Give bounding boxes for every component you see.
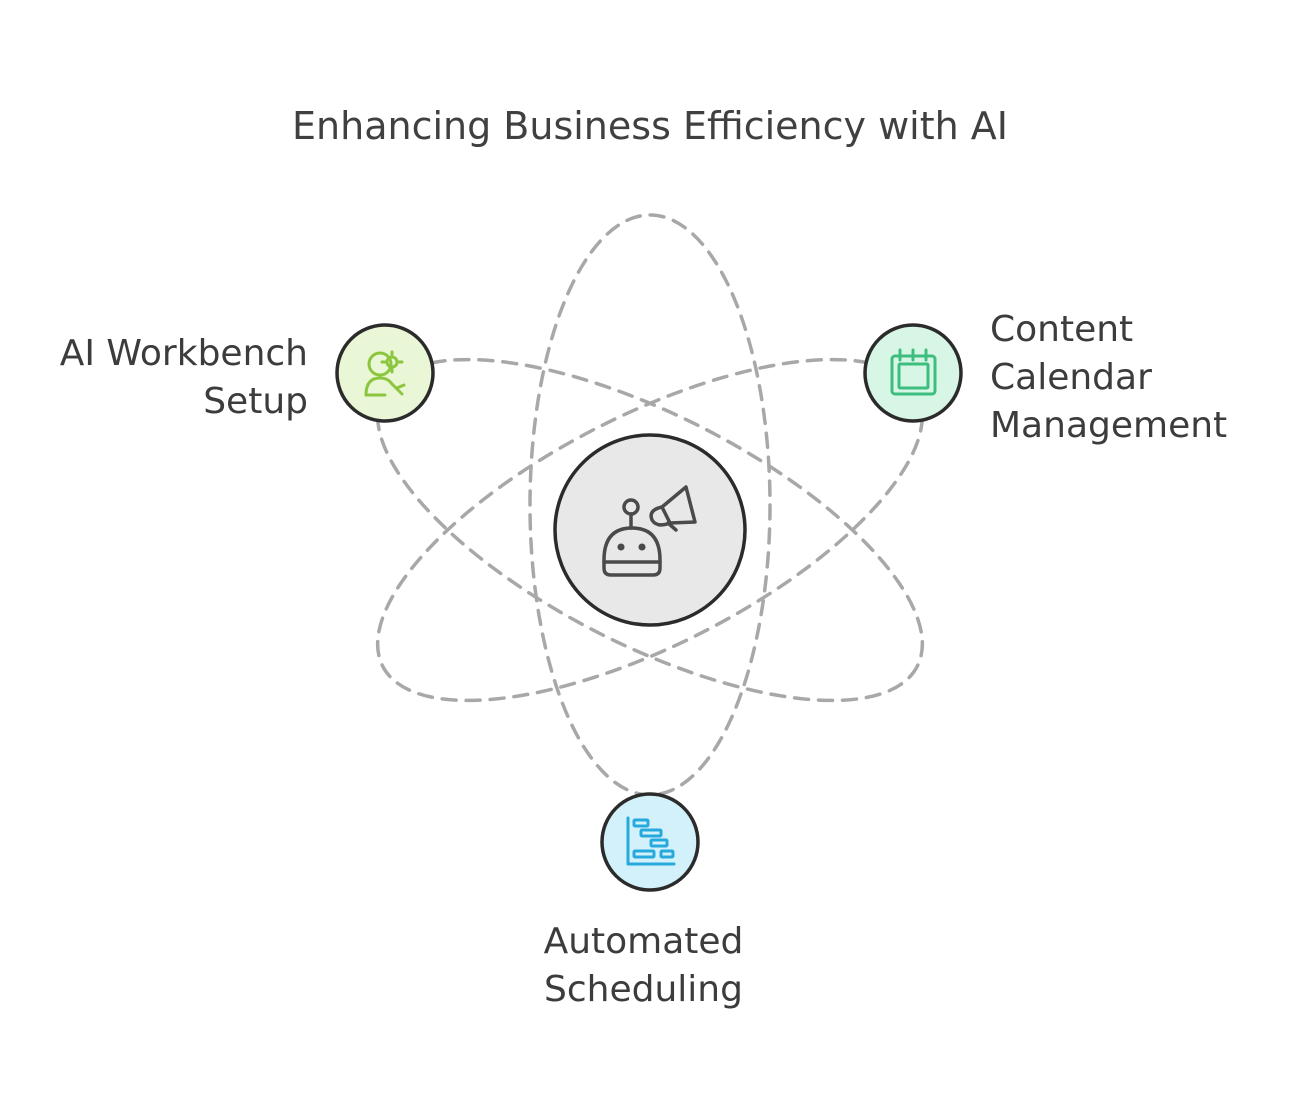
label-ai-workbench: AI Workbench Setup <box>60 330 308 426</box>
label-automated-scheduling: Automated Scheduling <box>0 918 1287 1014</box>
node-automated-scheduling <box>600 792 700 892</box>
node-ai-workbench <box>335 323 435 423</box>
person-gear-icon <box>364 350 406 397</box>
label-line: Setup <box>203 381 308 422</box>
label-content-calendar: Content Calendar Management <box>990 306 1227 450</box>
gantt-chart-icon <box>626 816 676 866</box>
robot-megaphone-icon <box>602 485 697 577</box>
label-line: Content <box>990 309 1134 350</box>
diagram-title: Enhancing Business Efficiency with AI <box>292 104 1008 148</box>
label-line: Automated <box>543 921 744 962</box>
label-line: AI Workbench <box>59 333 308 374</box>
label-line: Calendar <box>990 357 1152 398</box>
calendar-icon <box>890 348 937 396</box>
label-line: Management <box>990 405 1228 446</box>
center-node <box>553 433 747 627</box>
node-content-calendar <box>863 323 963 423</box>
label-line: Scheduling <box>544 969 743 1010</box>
